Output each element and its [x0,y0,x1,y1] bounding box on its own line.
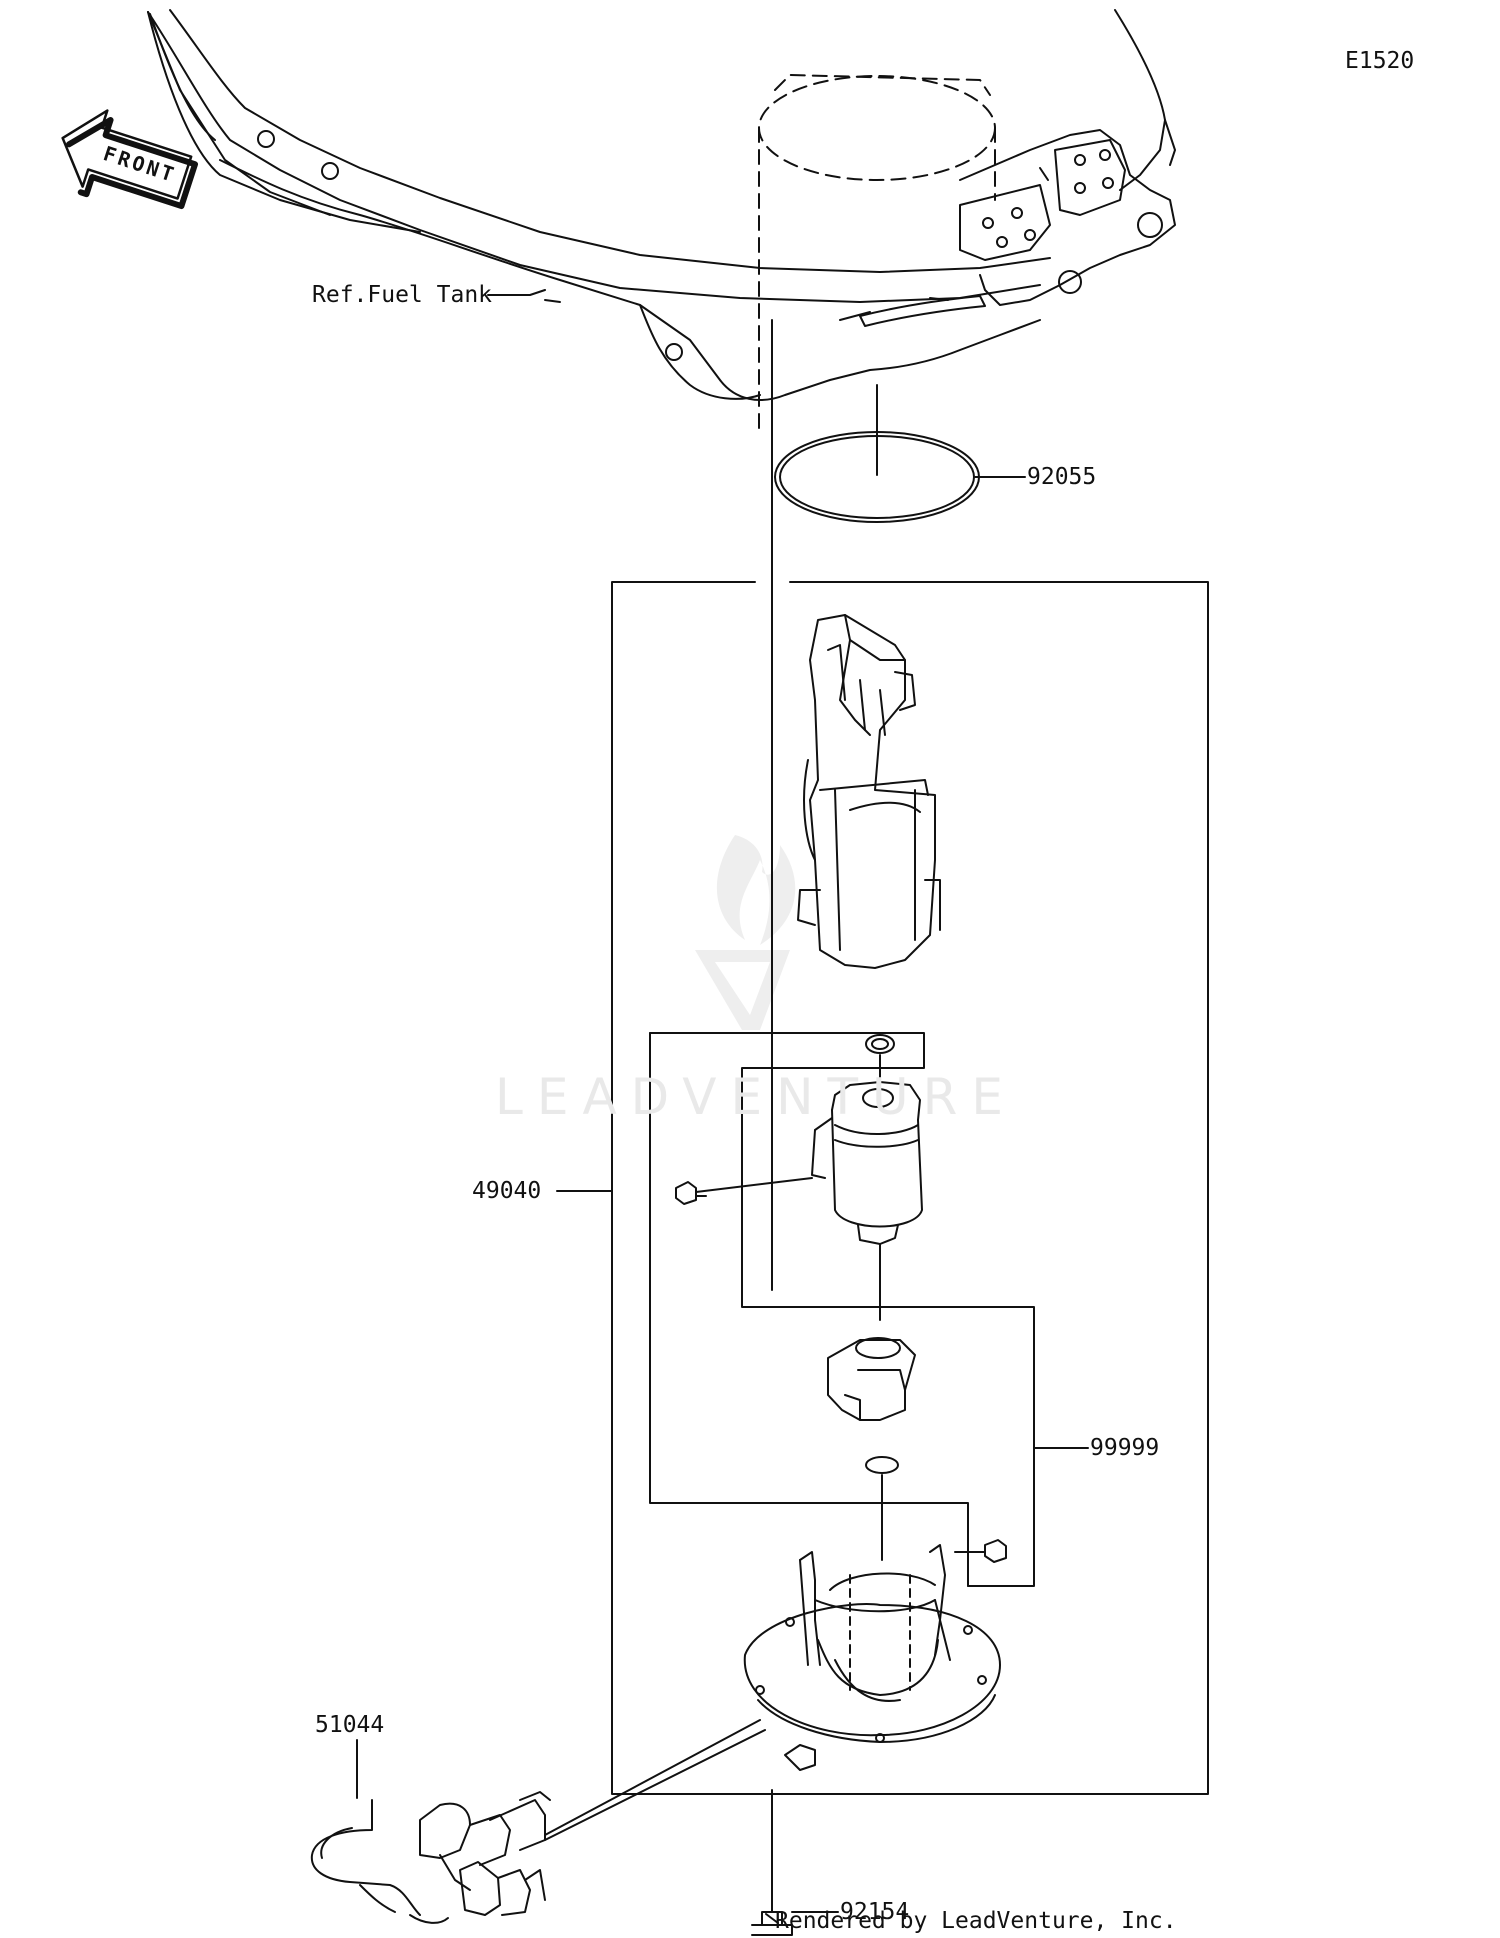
callout-49040[interactable]: 49040 [472,1178,542,1204]
callout-51044[interactable]: 51044 [315,1712,385,1738]
ref-fuel-tank-label: Ref.Fuel Tank [312,282,493,308]
callout-92055[interactable]: 92055 [1027,464,1097,490]
fuel-pump-motor [811,1034,923,1256]
fuel-filter-housing [797,614,941,969]
callout-92154[interactable]: 92154 [840,1899,910,1925]
pump-base-plate [743,1544,1001,1771]
fuel-hose-51044 [310,1719,766,1924]
render-credit: Rendered by LeadVenture, Inc. [775,1908,1177,1934]
bolt-92154 [751,1911,793,1936]
watermark-text: LEADVENTURE [495,1068,1017,1126]
assembly-box-49040 [611,581,1209,1795]
callout-99999[interactable]: 99999 [1090,1435,1160,1461]
fuel-tank-outline [147,9,1176,431]
front-arrow-icon: FRONT [61,109,199,210]
sub-assembly-bracket [649,1032,1035,1587]
small-o-ring-lower [865,1456,899,1474]
screw-right [954,1539,1007,1563]
watermark-logo [695,835,796,1030]
pump-filter-cap [827,1337,916,1421]
ref-fuel-tank-leader [487,289,546,296]
screw-left [675,1177,813,1205]
diagram-code: E1520 [1345,48,1415,74]
